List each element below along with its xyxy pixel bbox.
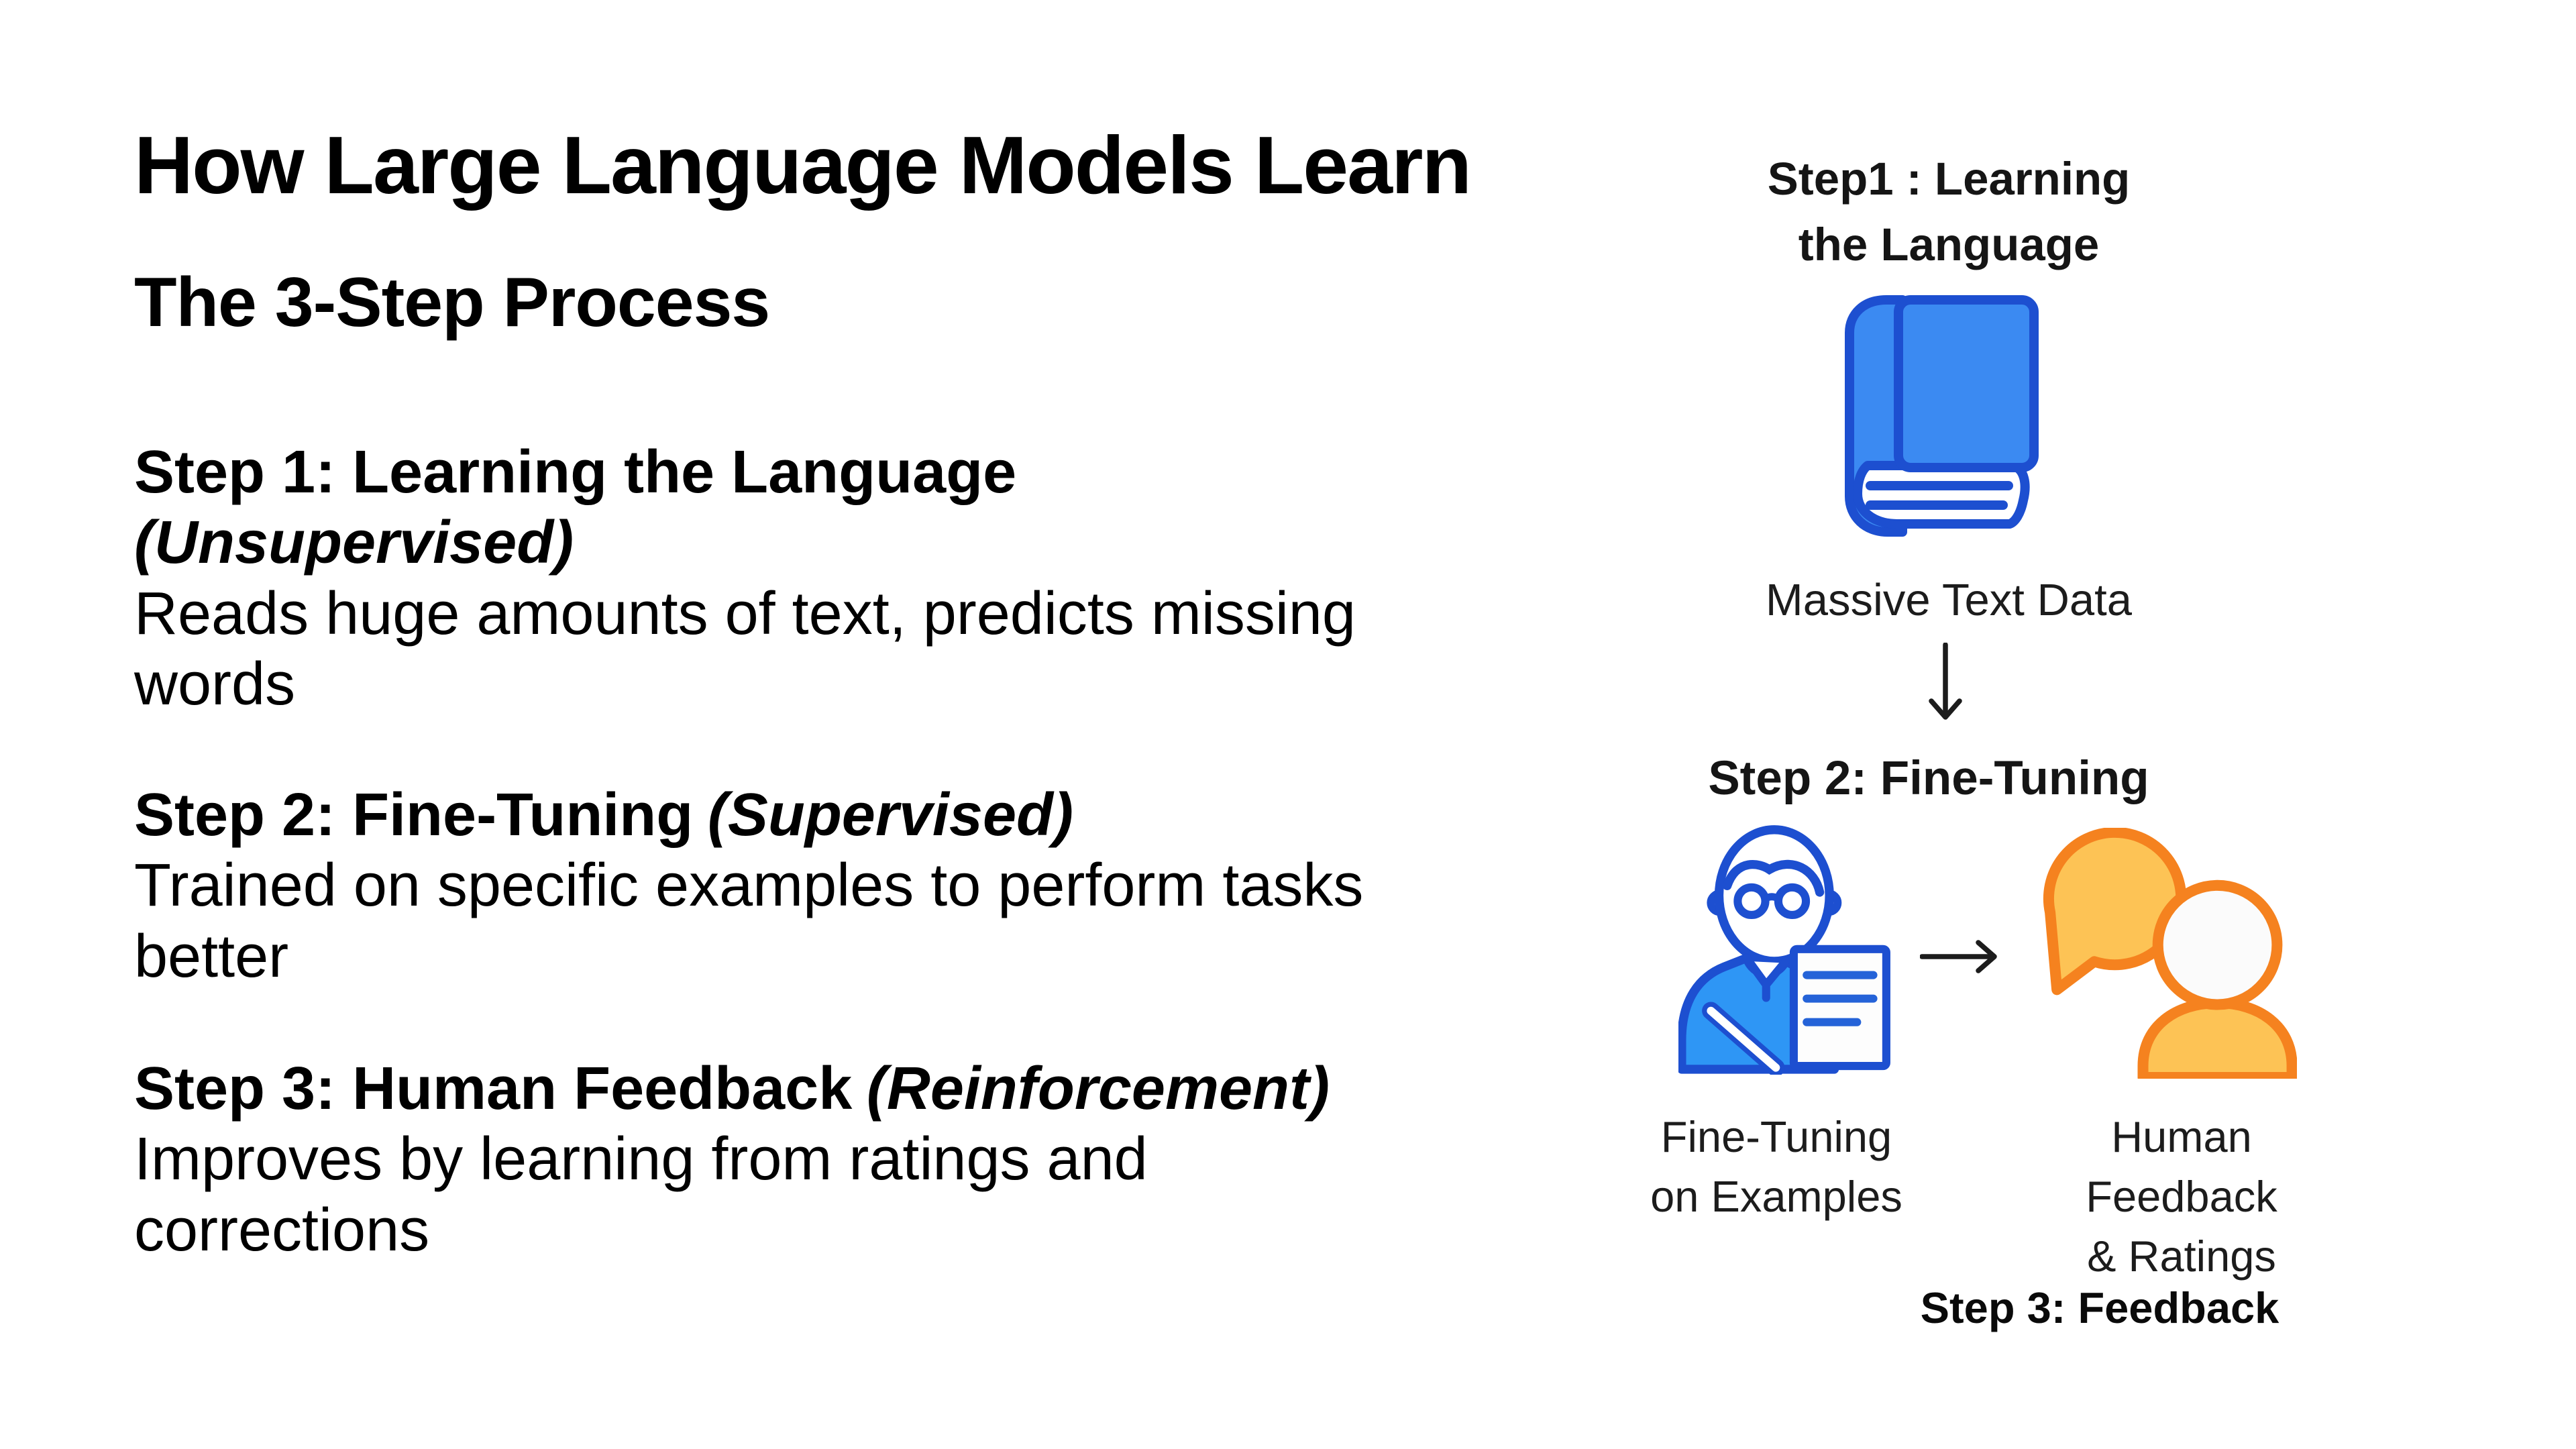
step-3-body-line: Improves by learning from ratings and	[134, 1126, 1148, 1193]
human-feedback-caption-line: Human	[2111, 1112, 2252, 1161]
document	[1789, 945, 1890, 1071]
speech-bubble	[2043, 828, 2187, 996]
glasses-lens	[1733, 883, 1770, 919]
step-3-qualifier: (Reinforcement)	[866, 1055, 1330, 1122]
book-pages	[1853, 461, 2030, 529]
step-1-body-line: words	[134, 650, 296, 718]
step-1-text-block: Step 1: Learning the Language (Unsupervi…	[134, 437, 1644, 720]
glasses-lens	[1774, 883, 1811, 919]
person-hair	[1722, 859, 1825, 897]
book-caption: Massive Text Data	[1765, 575, 2133, 625]
human-feedback-caption-line: & Ratings	[2087, 1232, 2276, 1281]
speech-bubble-person-icon	[2043, 828, 2297, 1079]
fine-tuning-caption: Fine-Tuning on Examples	[1642, 1107, 1911, 1226]
diagram-step1-label: Step1 : Learning the Language	[1694, 146, 2204, 278]
step-2-text-block: Step 2: Fine-Tuning(Supervised) Trained …	[134, 780, 1644, 992]
person-writing-icon	[1678, 825, 1890, 1075]
step-3-text-block: Step 3: Human Feedback(Reinforcement) Im…	[134, 1054, 1644, 1266]
diagram-step3-label: Step 3: Feedback	[1920, 1283, 2279, 1332]
step-3-body-line: corrections	[134, 1196, 430, 1264]
step-3-heading: Step 3: Human Feedback	[134, 1055, 853, 1122]
person-collar-line	[1742, 954, 1790, 1002]
diagram-step1-label-line: Step1 : Learning	[1767, 153, 2131, 205]
fine-tuning-caption-line: on Examples	[1650, 1172, 1902, 1222]
book-icon	[1845, 295, 2039, 537]
human-feedback-caption: Human Feedback & Ratings	[2047, 1107, 2316, 1286]
diagram-step1-label-line: the Language	[1798, 218, 2100, 270]
book-cover	[1894, 295, 2039, 472]
person-head	[2152, 879, 2283, 1010]
step-2-heading: Step 2: Fine-Tuning	[134, 782, 694, 849]
person-body	[2137, 998, 2297, 1079]
human-feedback-caption-line: Feedback	[2086, 1172, 2277, 1222]
step-2-body-line: better	[134, 922, 289, 990]
fine-tuning-caption-line: Fine-Tuning	[1660, 1112, 1892, 1161]
step-2-body-line: Trained on specific examples to perform …	[134, 852, 1364, 920]
glasses-bridge	[1762, 893, 1782, 903]
arrow-right-icon	[1920, 940, 1997, 973]
page-title: How Large Language Models Learn	[134, 119, 1472, 211]
step-1-qualifier: (Unsupervised)	[134, 509, 574, 577]
step-1-body-line: Reads huge amounts of text, predicts mis…	[134, 580, 1356, 647]
pen	[1707, 1006, 1780, 1072]
step-1-heading: Step 1: Learning the Language	[134, 439, 1017, 506]
arrow-down-icon	[1929, 643, 1962, 720]
step-2-qualifier: (Supervised)	[707, 782, 1073, 849]
diagram-step2-label: Step 2: Fine-Tuning	[1708, 752, 2149, 805]
page-subtitle: The 3-Step Process	[134, 264, 770, 341]
